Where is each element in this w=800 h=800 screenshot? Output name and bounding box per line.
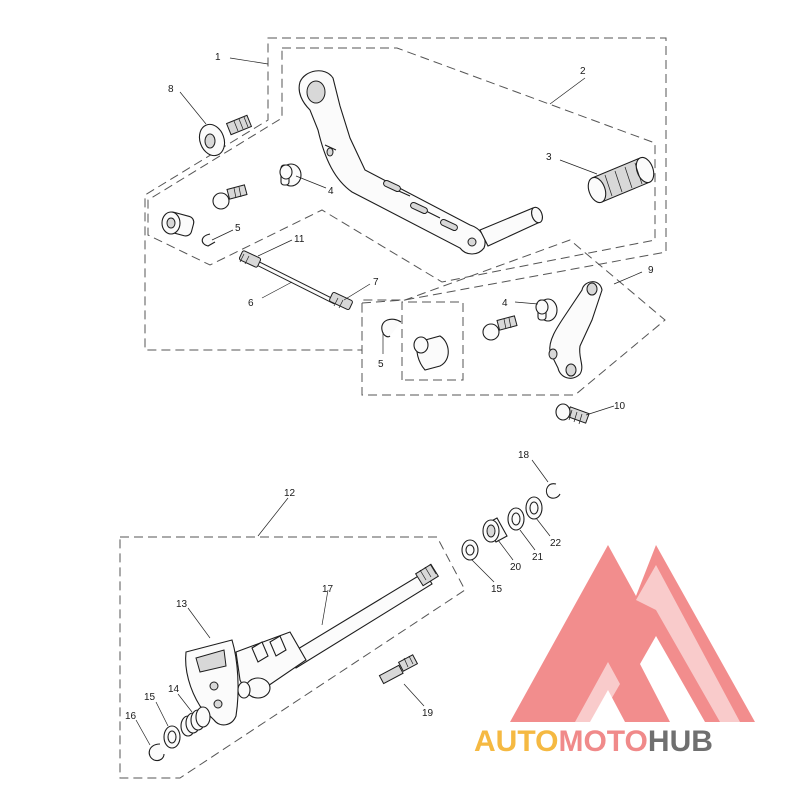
leader-lines [135, 57, 643, 746]
washer-part-21 [507, 507, 525, 531]
spring-part [180, 706, 211, 737]
selector-plate-part [185, 631, 307, 726]
callout-12: 12 [284, 488, 296, 499]
callout-1: 1 [215, 52, 221, 63]
callout-14: 14 [168, 684, 180, 695]
callout-15-upper: 15 [491, 584, 503, 595]
shift-arm-part [548, 281, 603, 379]
callout-9: 9 [648, 265, 654, 276]
circlip-part-16 [148, 743, 165, 762]
callout-5-bottom: 5 [378, 359, 384, 370]
callout-20: 20 [510, 562, 522, 573]
ball-stud-part-top [212, 184, 248, 210]
shift-shaft-part [287, 563, 440, 669]
callout-8: 8 [168, 84, 174, 95]
watermark-logo [510, 545, 755, 722]
group-outline-12 [119, 536, 466, 779]
bolt-part-10 [555, 403, 590, 425]
ball-socket-part-bottom [413, 335, 449, 371]
spacer-part-bottom [535, 298, 558, 322]
callout-19: 19 [422, 708, 434, 719]
callout-6: 6 [248, 298, 254, 309]
ball-stud-part-bottom [482, 315, 518, 341]
callout-4-bottom: 4 [502, 298, 508, 309]
linkage-rod-part [238, 250, 353, 311]
bush-part-20 [482, 517, 508, 543]
callout-10: 10 [614, 401, 626, 412]
group-outline-2 [147, 47, 656, 283]
callout-15-lower: 15 [144, 692, 156, 703]
watermark-word-auto: AUTO [474, 725, 558, 758]
callout-2: 2 [580, 66, 586, 77]
callout-21: 21 [532, 552, 544, 563]
gear-lever-part [298, 70, 543, 255]
callout-16: 16 [125, 711, 137, 722]
callout-18: 18 [518, 450, 530, 461]
stud-part-19 [378, 654, 419, 685]
clip-part-bottom [381, 318, 402, 338]
watermark-inner-mark-icon [575, 565, 740, 722]
callout-11: 11 [294, 234, 305, 245]
svg-text:AUTOMOTOHUB: AUTOMOTOHUB [474, 725, 713, 758]
washer-part-22 [525, 496, 543, 520]
callout-17: 17 [322, 584, 334, 595]
shoulder-bolt-part [198, 114, 253, 157]
watermark-triangle-icon [510, 545, 755, 722]
circlip-part-18 [545, 483, 561, 499]
callout-5-top: 5 [235, 223, 241, 234]
ball-socket-part-top [161, 211, 195, 237]
watermark-word-hub: HUB [648, 725, 713, 758]
washer-part-15-lower [163, 725, 181, 749]
rubber-part [587, 156, 655, 204]
callout-7: 7 [373, 277, 379, 288]
callout-labels: 1 2 3 4 5 6 7 8 11 4 5 9 10 18 12 22 21 … [125, 52, 654, 722]
washer-part-15-upper [461, 539, 479, 561]
group-outline-9 [361, 239, 666, 396]
watermark-wordmark: AUTOMOTOHUB [474, 725, 713, 758]
spacer-part-top [279, 163, 302, 187]
callout-13: 13 [176, 599, 188, 610]
callout-4-top: 4 [328, 186, 334, 197]
callout-22: 22 [550, 538, 562, 549]
watermark-word-moto: MOTO [558, 725, 647, 758]
callout-3: 3 [546, 152, 552, 163]
clip-part-top [201, 233, 216, 247]
